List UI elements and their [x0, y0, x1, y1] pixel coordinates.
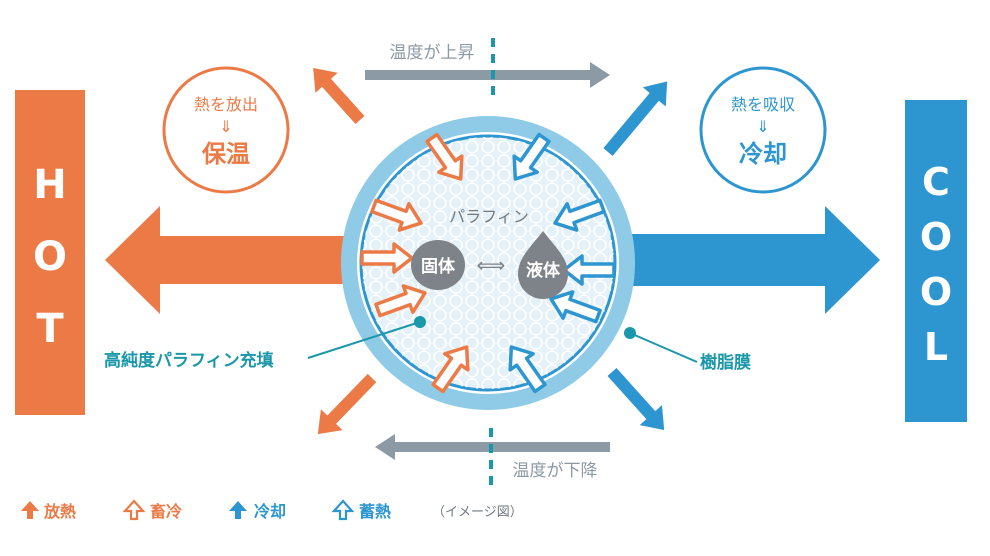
solid-blob [411, 240, 465, 290]
hot-badge-arrow: ⇓ [219, 117, 232, 136]
legend-label: 蓄熱 [359, 502, 391, 521]
hot-badge: 熱を放出 ⇓ 保温 [162, 66, 290, 194]
legend-note: （イメージ図） [432, 505, 523, 520]
legend-item-hot-filled: 放熱 [21, 501, 76, 521]
hot-badge-line2: 保温 [201, 140, 250, 168]
legend-label: 放熱 [43, 502, 76, 521]
hot-outline-arrow [425, 132, 464, 181]
diag-arrow-bottom-left [317, 373, 377, 435]
filling-callout: 高純度パラフィン充填 [104, 316, 426, 371]
filling-label: 高純度パラフィン充填 [104, 350, 274, 371]
hot-outline-arrow [431, 345, 470, 394]
inner-arrows-right [508, 132, 616, 394]
arrow-up-outline-icon [122, 499, 146, 521]
cool-bar: C O O L [905, 100, 967, 422]
temp-rise-label: 温度が上昇 [390, 43, 475, 63]
membrane-callout: 樹脂膜 [624, 327, 751, 373]
solid-label: 固体 [421, 256, 456, 277]
cool-outline-arrow [508, 345, 547, 394]
membrane-label: 樹脂膜 [700, 352, 751, 373]
diag-arrow-top-right [603, 81, 668, 156]
paraffin-title: パラフィン [449, 207, 529, 226]
legend-item-hot-outline: 畜冷 [122, 499, 182, 521]
cool-letter-l: L [924, 325, 948, 369]
legend-item-cool-filled: 冷却 [229, 501, 286, 521]
exchange-icon: ⟺ [477, 253, 506, 277]
cool-badge: 熱を吸収 ⇓ 冷却 [699, 66, 827, 194]
arrow-up-outline-icon [331, 499, 355, 521]
cool-letter-o2: O [920, 270, 952, 314]
liquid-label: 液体 [526, 260, 561, 281]
cool-letter-o1: O [920, 215, 952, 259]
legend: 放熱 畜冷 冷却 蓄熱 （イメージ図） [21, 499, 523, 521]
cool-badge-line1: 熱を吸収 [731, 95, 795, 114]
cool-outline-arrow [562, 254, 616, 286]
diag-arrow-bottom-right [607, 367, 665, 430]
hot-outline-arrow [374, 284, 427, 318]
diag-arrow-top-left [313, 67, 365, 125]
hot-outline-arrow [370, 198, 423, 232]
cool-badge-line2: 冷却 [739, 140, 787, 168]
legend-label: 畜冷 [150, 502, 182, 521]
arrow-up-filled-icon [229, 501, 247, 519]
cool-letter-c: C [922, 160, 950, 204]
hot-big-arrow [105, 206, 358, 314]
hot-outline-arrow [360, 242, 414, 274]
legend-item-cool-outline: 蓄熱 [331, 499, 391, 521]
hot-badge-line1: 熱を放出 [194, 95, 258, 114]
cool-outline-arrow [549, 290, 602, 324]
arrow-up-filled-icon [21, 501, 39, 519]
liquid-drop [518, 231, 568, 299]
cool-outline-arrow [512, 132, 551, 181]
hot-letter-o: O [33, 234, 67, 280]
temp-rise-arrow [365, 62, 610, 88]
legend-label: 冷却 [254, 502, 286, 521]
temp-fall-label: 温度が下降 [513, 461, 598, 481]
cool-outline-arrow [553, 198, 606, 232]
hot-bar: H O T [15, 90, 85, 415]
cool-big-arrow [615, 206, 880, 314]
cool-badge-arrow: ⇓ [756, 117, 769, 136]
inner-arrows-left [360, 132, 470, 394]
hot-letter-h: H [33, 162, 66, 208]
hot-letter-t: T [36, 306, 64, 352]
